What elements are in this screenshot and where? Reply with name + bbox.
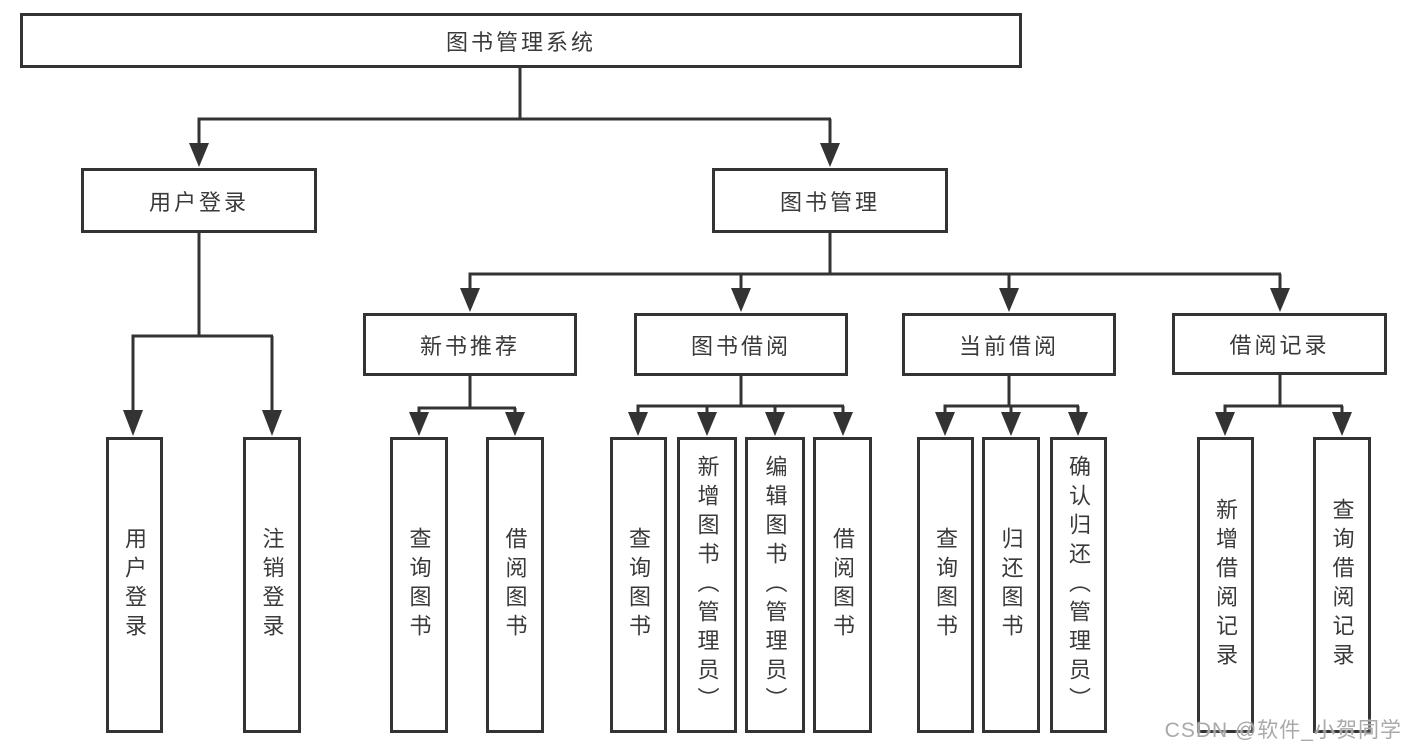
node-leaf-query-books-current-label: 查询图书 [933,527,959,643]
node-book-management: 图书管理 [712,168,948,233]
node-leaf-query-books-borrow-label: 查询图书 [626,527,652,643]
node-leaf-confirm-return-admin: 确认归还（管理员） [1050,437,1107,733]
edge-root-to-level2 [197,67,832,146]
node-leaf-user-login: 用户登录 [106,437,163,733]
node-leaf-logout: 注销登录 [243,437,301,733]
node-leaf-borrow-books-label: 借阅图书 [830,527,856,643]
edge-current-borrow-children [943,376,1080,415]
node-leaf-query-borrow-record: 查询借阅记录 [1313,437,1371,733]
node-leaf-add-borrow-record: 新增借阅记录 [1197,437,1254,733]
node-leaf-add-book-admin-label: 新增图书（管理员） [694,454,720,716]
node-leaf-borrow-books: 借阅图书 [813,437,872,733]
node-user-login-label: 用户登录 [148,189,249,215]
arrowheads [123,143,1352,436]
node-new-book-recommend-label: 新书推荐 [419,333,520,359]
node-user-login: 用户登录 [81,168,317,233]
edge-borrow-records-children [1223,375,1344,415]
node-new-book-recommend: 新书推荐 [363,313,577,376]
edge-new-book-children [417,376,517,415]
node-leaf-add-borrow-record-label: 新增借阅记录 [1213,498,1239,672]
node-leaf-query-books-current: 查询图书 [917,437,974,733]
node-book-management-label: 图书管理 [779,189,880,215]
node-book-borrow: 图书借阅 [634,313,848,376]
node-current-borrow: 当前借阅 [902,313,1116,376]
node-borrow-records-label: 借阅记录 [1229,333,1330,358]
node-leaf-edit-book-admin: 编辑图书（管理员） [745,437,805,733]
edge-book-borrow-children [636,376,845,415]
node-leaf-user-login-label: 用户登录 [122,527,148,643]
node-leaf-query-books-recommend: 查询图书 [390,437,448,733]
edge-book-management-children [468,233,1282,291]
edge-user-login-children [131,233,274,413]
node-leaf-return-books-label: 归还图书 [998,527,1024,643]
node-leaf-add-book-admin: 新增图书（管理员） [677,437,737,733]
node-leaf-borrow-books-recommend-label: 借阅图书 [502,527,528,643]
node-leaf-borrow-books-recommend: 借阅图书 [486,437,544,733]
node-leaf-query-borrow-record-label: 查询借阅记录 [1329,498,1355,672]
node-library-system-label: 图书管理系统 [445,29,596,55]
node-borrow-records: 借阅记录 [1172,313,1387,375]
node-leaf-query-books-borrow: 查询图书 [610,437,667,733]
node-leaf-query-books-recommend-label: 查询图书 [406,527,432,643]
node-leaf-return-books: 归还图书 [982,437,1040,733]
node-leaf-logout-label: 注销登录 [259,527,285,643]
node-current-borrow-label: 当前借阅 [958,333,1059,359]
watermark-text: CSDN @软件_小贺同学 [1164,719,1402,742]
node-book-borrow-label: 图书借阅 [690,333,791,359]
node-leaf-confirm-return-admin-label: 确认归还（管理员） [1066,454,1092,716]
node-leaf-edit-book-admin-label: 编辑图书（管理员） [762,454,788,716]
node-library-system: 图书管理系统 [20,13,1022,68]
